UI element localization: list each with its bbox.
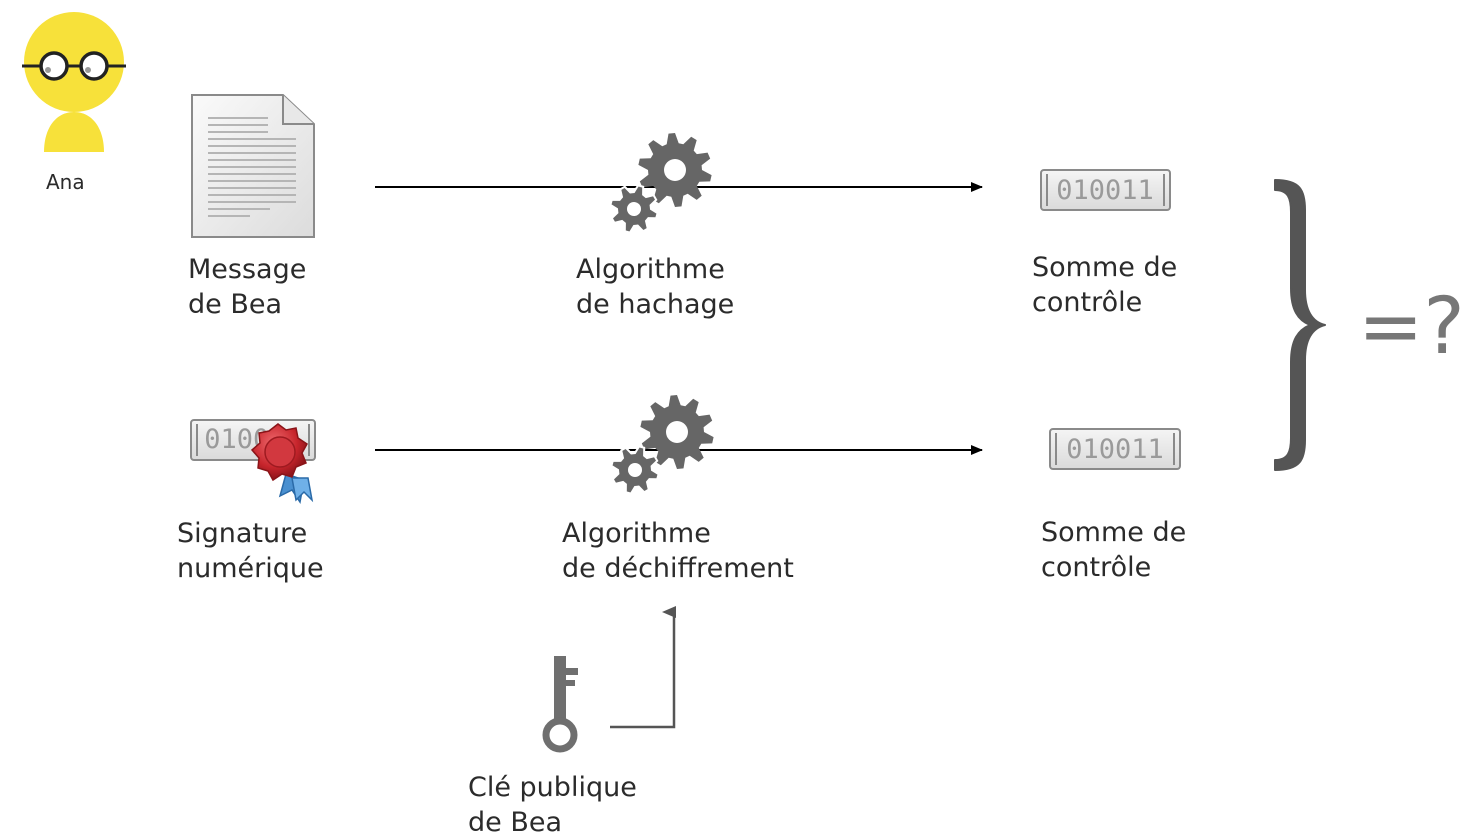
equality-question: =? — [1358, 282, 1465, 372]
checksum-bits-top: 010011 — [1056, 175, 1154, 206]
public-key-label-line-2: de Bea — [468, 807, 563, 838]
checksum-bottom-label-line-2: contrôle — [1041, 552, 1152, 583]
decryption-algorithm-label-line-2: de déchiffrement — [562, 553, 794, 584]
decryption-algorithm-label: Algorithme de déchiffrement — [562, 516, 794, 586]
public-key-label-line-1: Clé publique — [468, 772, 637, 803]
hash-algorithm-label-line-2: de hachage — [576, 289, 735, 320]
person-glasses-icon — [22, 12, 126, 152]
hash-algorithm-label-line-1: Algorithme — [576, 254, 725, 285]
signature-label-line-1: Signature — [177, 518, 308, 549]
checksum-top-label-line-2: contrôle — [1032, 287, 1143, 318]
signature-label: Signature numérique — [177, 516, 324, 586]
checksum-box-bottom: 010011 — [1049, 428, 1181, 470]
key-icon — [542, 656, 578, 753]
decryption-algorithm-label-line-1: Algorithme — [562, 518, 711, 549]
large-gear-hole — [664, 159, 686, 181]
checksum-bits-bottom: 010011 — [1066, 434, 1164, 465]
message-label: Message de Bea — [188, 252, 306, 322]
checksum-top-label: Somme de contrôle — [1032, 250, 1177, 320]
gears-icon — [609, 133, 712, 234]
checksum-top-label-line-1: Somme de — [1032, 252, 1178, 283]
checksum-bottom-label: Somme de contrôle — [1041, 515, 1186, 585]
public-key-label: Clé publique de Bea — [468, 770, 637, 840]
gears-icon — [610, 395, 714, 495]
large-gear-hole — [666, 421, 688, 443]
message-label-line-2: de Bea — [188, 289, 283, 320]
small-gear-hole — [628, 463, 642, 477]
small-gear-hole — [627, 202, 641, 216]
comparison-brace — [1274, 179, 1326, 471]
person-name: Ana — [46, 170, 85, 194]
document-icon — [191, 94, 315, 238]
checksum-box-top: 010011 — [1040, 169, 1171, 211]
checksum-bottom-label-line-1: Somme de — [1041, 517, 1187, 548]
signature-label-line-2: numérique — [177, 553, 324, 584]
wax-seal-icon — [250, 423, 314, 504]
hash-algorithm-label: Algorithme de hachage — [576, 252, 734, 322]
key-to-decryption-arrow — [610, 606, 676, 729]
message-label-line-1: Message — [188, 254, 307, 285]
